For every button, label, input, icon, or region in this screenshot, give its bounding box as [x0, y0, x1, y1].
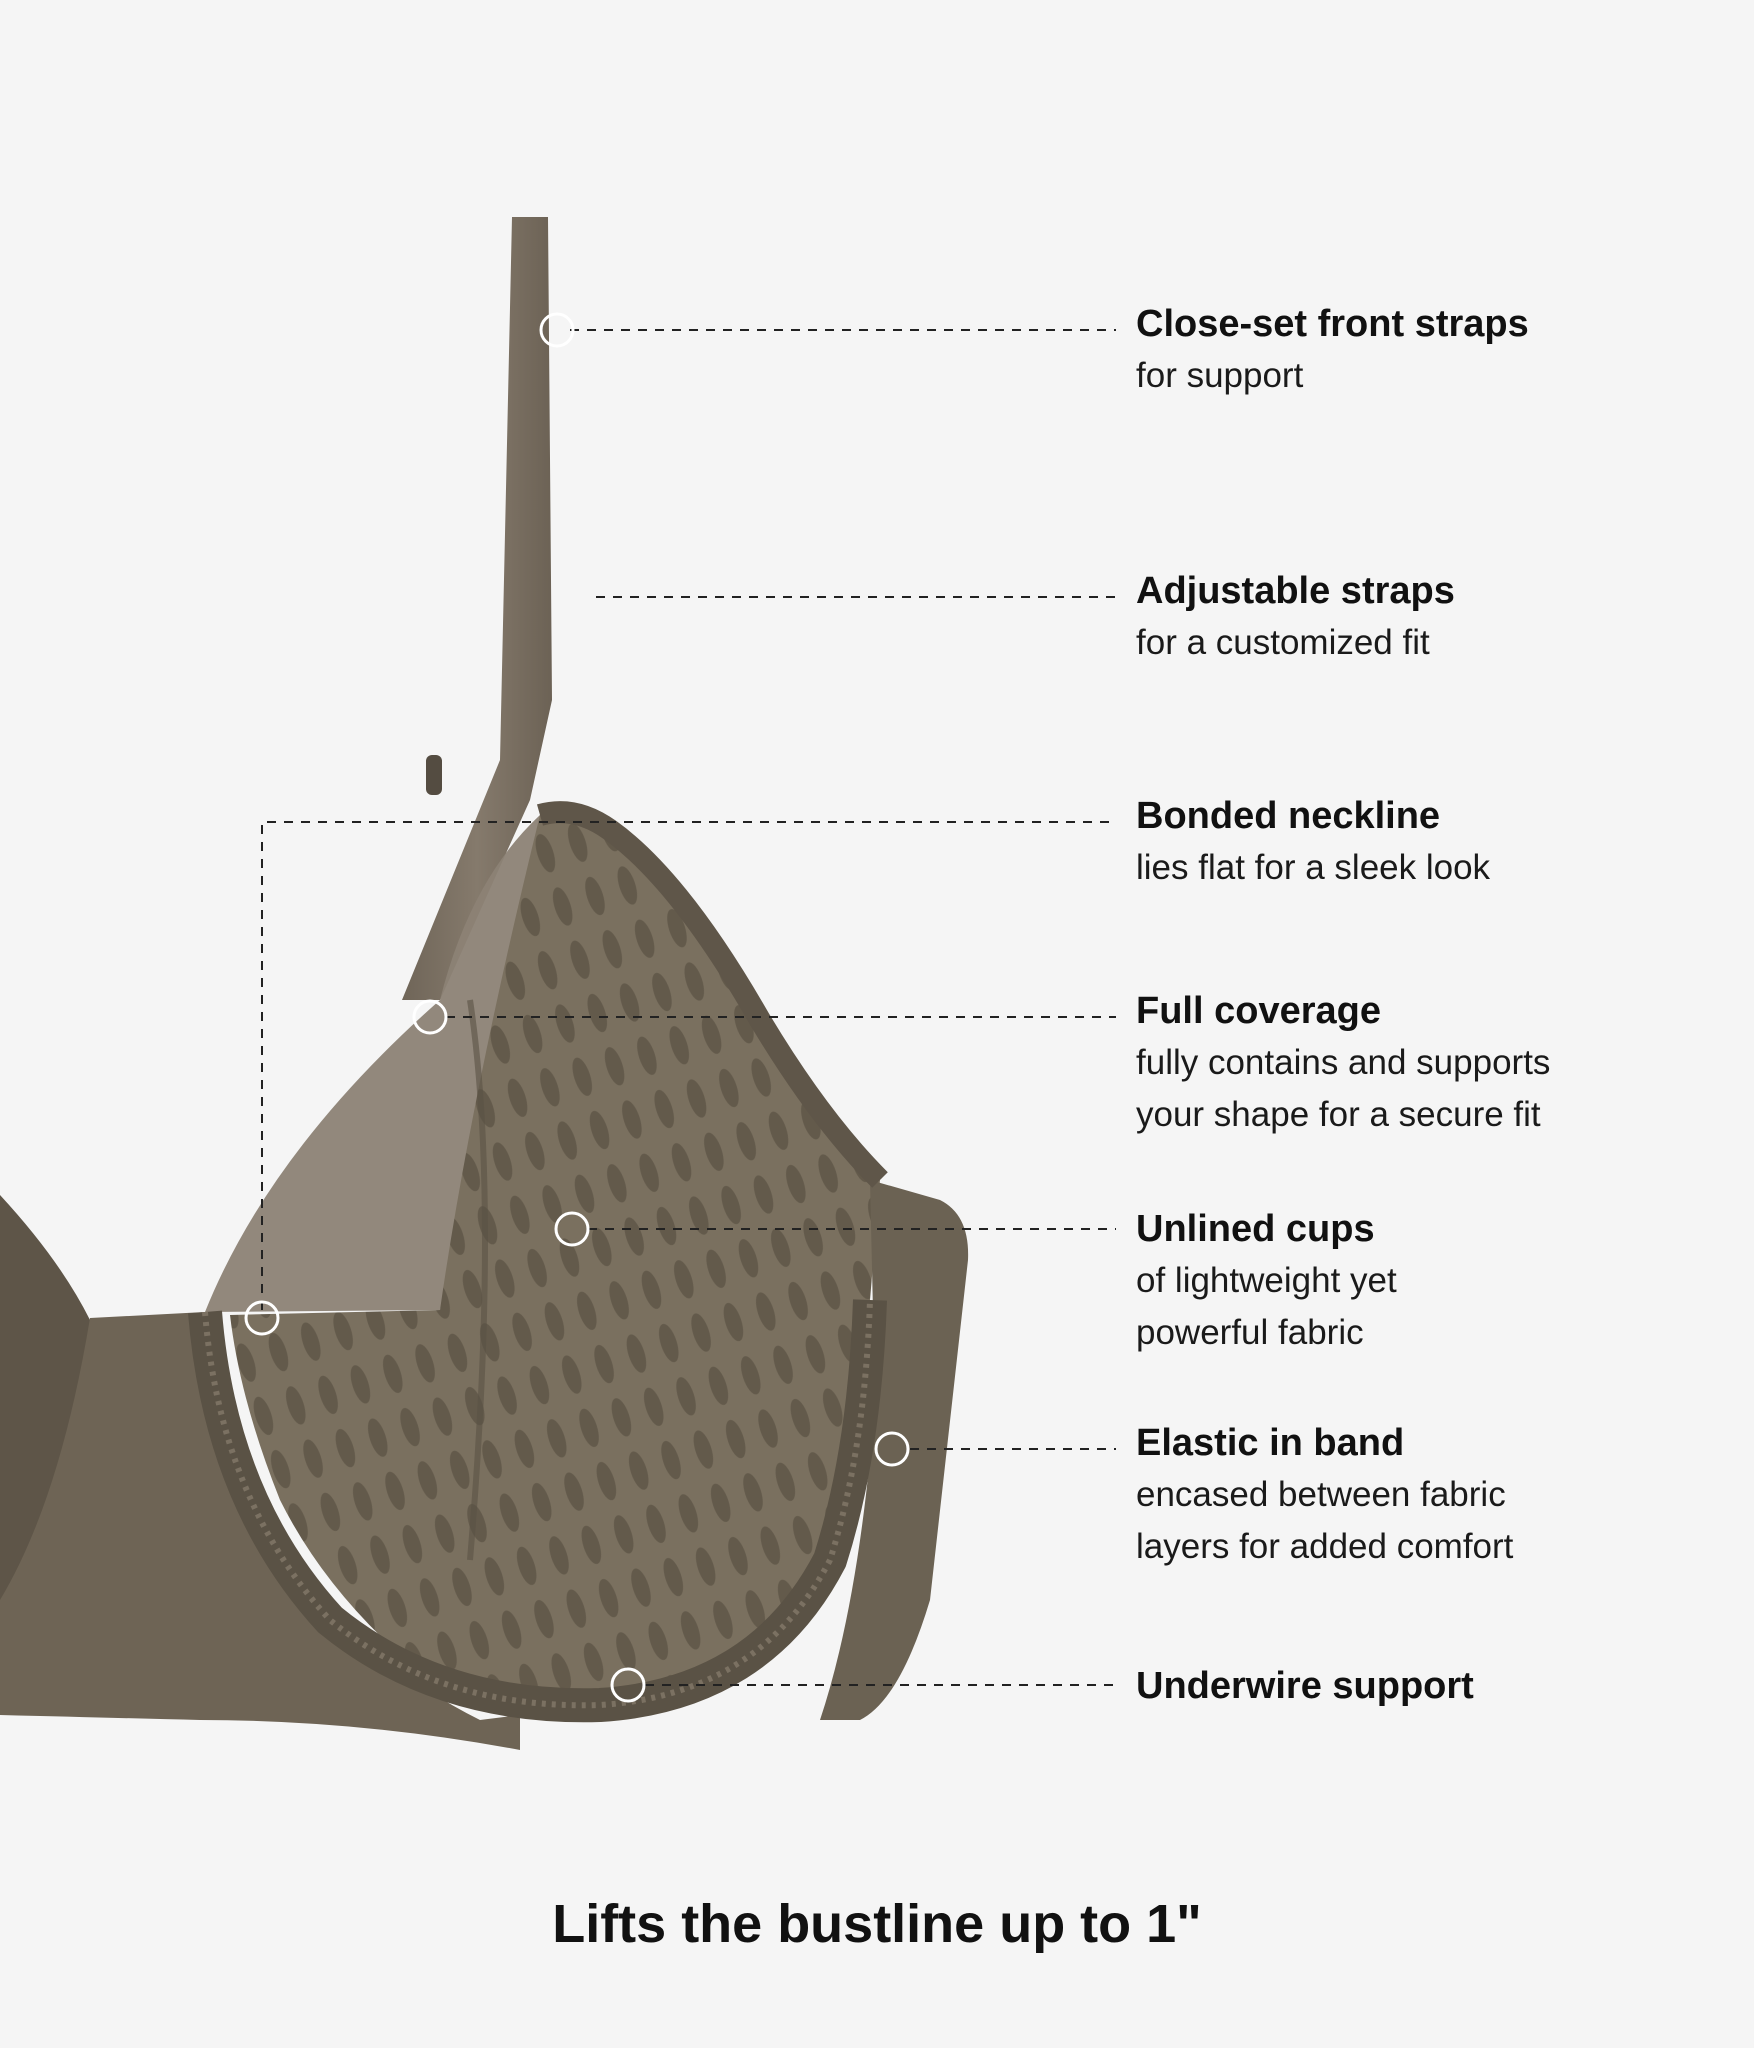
- feature-title: Elastic in band: [1136, 1422, 1405, 1464]
- underwire-casing: [188, 1299, 887, 1723]
- feature-unlined-cups: Unlined cups of lightweight yet powerful…: [1136, 1203, 1397, 1359]
- mesh-panel: [205, 815, 560, 1312]
- feature-underwire-support: Underwire support: [1136, 1660, 1474, 1712]
- front-strap: [402, 217, 552, 1000]
- feature-bonded-neckline: Bonded neckline lies flat for a sleek lo…: [1136, 790, 1490, 894]
- marker-icon: [554, 1211, 590, 1247]
- feature-full-coverage: Full coverage fully contains and support…: [1136, 985, 1550, 1141]
- feature-title: Close-set front straps: [1136, 303, 1529, 345]
- markers: [244, 312, 910, 1703]
- feature-front-straps: Close-set front straps for support: [1136, 298, 1529, 402]
- feature-title: Full coverage: [1136, 990, 1381, 1032]
- cup-fold: [467, 999, 488, 1561]
- marker-icon: [874, 1431, 910, 1467]
- feature-desc: fully contains and supports: [1136, 1043, 1551, 1082]
- feature-desc: for a customized fit: [1136, 623, 1430, 662]
- caption: Lifts the bustline up to 1": [552, 1894, 1202, 1954]
- feature-desc: your shape for a secure fit: [1136, 1095, 1541, 1134]
- neckline-binding: [536, 801, 888, 1188]
- feature-title: Underwire support: [1136, 1665, 1474, 1707]
- feature-title: Unlined cups: [1136, 1208, 1375, 1250]
- feature-elastic-band: Elastic in band encased between fabric l…: [1136, 1417, 1513, 1573]
- marker-icon: [412, 999, 448, 1035]
- feature-desc: encased between fabric: [1136, 1475, 1506, 1514]
- feature-desc: of lightweight yet: [1136, 1261, 1397, 1300]
- feature-title: Bonded neckline: [1136, 795, 1441, 837]
- marker-icon: [610, 1667, 646, 1703]
- feature-desc: for support: [1136, 356, 1304, 395]
- side-band: [820, 1180, 969, 1720]
- feature-title: Adjustable straps: [1136, 570, 1455, 612]
- feature-adjustable-straps: Adjustable straps for a customized fit: [1136, 565, 1455, 669]
- jacquard-cup: [230, 812, 880, 1716]
- feature-desc: powerful fabric: [1136, 1313, 1364, 1352]
- feature-desc: layers for added comfort: [1136, 1527, 1514, 1566]
- leader-lines: [261, 329, 1116, 1686]
- strap-slider: [426, 755, 442, 795]
- marker-icon: [244, 1300, 280, 1336]
- marker-icon: [539, 312, 575, 348]
- feature-desc: lies flat for a sleek look: [1136, 848, 1491, 887]
